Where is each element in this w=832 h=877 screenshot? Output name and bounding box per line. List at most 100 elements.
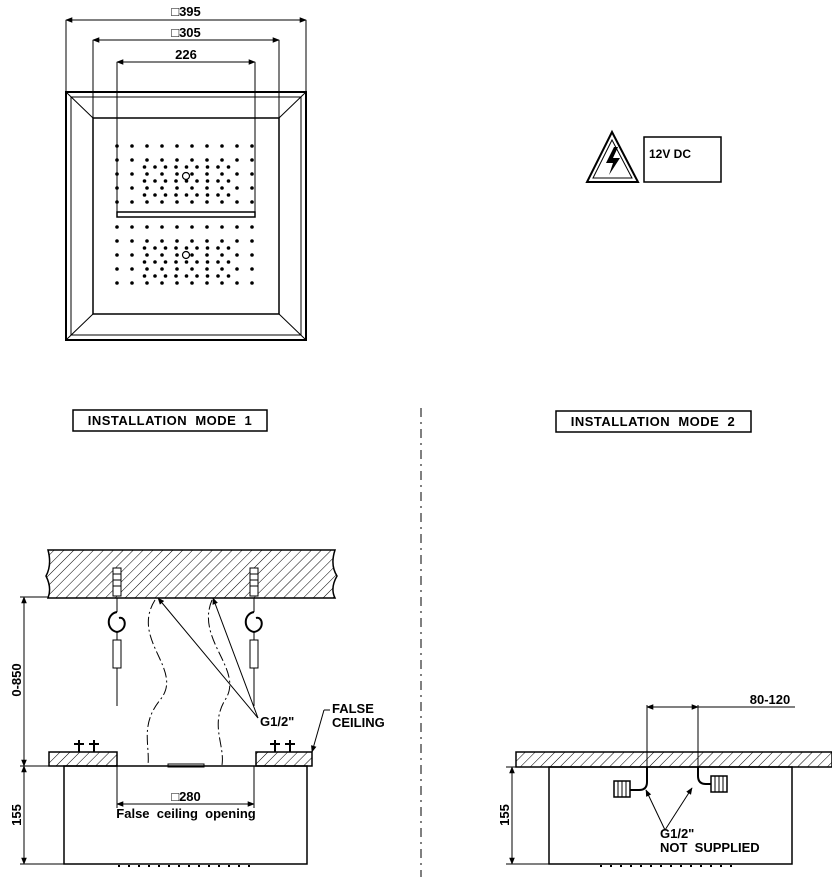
nozzle-dot <box>163 179 168 183</box>
nozzle-dot <box>130 267 134 271</box>
nozzle-dot <box>235 200 239 204</box>
nozzle-dot <box>205 172 209 176</box>
nozzle-dot <box>235 225 239 229</box>
nozzle-dot <box>235 144 239 148</box>
nozzle-dot <box>115 158 119 162</box>
nozzle-dot <box>216 193 220 197</box>
nozzle-dot <box>184 193 189 197</box>
mode-2-body-height-label: 155 <box>497 804 512 826</box>
nozzle-dot <box>226 193 231 197</box>
nozzle-dot <box>145 144 149 148</box>
nozzle-dot <box>160 281 164 285</box>
nozzle-dot <box>205 253 209 257</box>
nozzle-dot <box>174 260 178 264</box>
nozzle-dot <box>205 281 209 285</box>
suspension-cable-left <box>107 567 126 706</box>
voltage-label: 12V DC <box>649 147 691 161</box>
false-ceiling-label-1: FALSE <box>332 701 374 716</box>
nozzle-dot <box>220 253 224 257</box>
nozzle-dot <box>163 193 168 197</box>
nozzle-dot <box>174 246 178 250</box>
nozzle-dot <box>145 200 149 204</box>
nozzle-dot <box>130 225 134 229</box>
nozzle-dot <box>220 267 224 271</box>
nozzle-dot <box>175 267 179 271</box>
nozzle-dot <box>142 274 147 278</box>
mode-1-connection-label: G1/2" <box>260 714 294 729</box>
nozzle-dot <box>205 274 210 278</box>
nozzle-dot <box>130 281 134 285</box>
nozzle-dot <box>205 239 209 243</box>
dimension-395: □395 <box>65 4 307 92</box>
installation-mode-1: INSTALLATION MODE 1 G1/2" <box>9 409 385 867</box>
nozzle-dot <box>175 225 179 229</box>
nozzle-dot <box>160 253 164 257</box>
nozzle-dot <box>250 239 254 243</box>
nozzle-dot <box>226 165 231 169</box>
dimension-305: □305 <box>92 25 280 118</box>
nozzle-dot <box>115 253 119 257</box>
nozzle-dot <box>115 186 119 190</box>
nozzle-dot <box>205 186 209 190</box>
flexible-hose-2 <box>207 599 231 766</box>
dimension-305-label: □305 <box>171 25 201 40</box>
nozzle-dot <box>175 158 179 162</box>
installation-mode-2: INSTALLATION MODE 2 80-120 G1/2" NOT SUP… <box>497 410 832 867</box>
nozzle-dot <box>250 186 254 190</box>
mode-2-title: INSTALLATION MODE 2 <box>571 414 736 429</box>
mode-2-connection-label: G1/2" <box>660 826 694 841</box>
nozzle-dot <box>205 200 209 204</box>
height-range-label: 0-850 <box>9 663 24 696</box>
nozzle-dot <box>220 239 224 243</box>
nozzle-dot <box>145 267 149 271</box>
nozzle-dot <box>145 225 149 229</box>
nozzle-dot <box>145 239 149 243</box>
nozzle-dot <box>115 200 119 204</box>
light-point <box>181 250 191 260</box>
nozzle-dot <box>175 144 179 148</box>
ceiling-mode-2 <box>515 751 832 768</box>
nozzle-dot <box>205 158 209 162</box>
electrical-hazard-triangle-icon <box>585 129 640 183</box>
nozzle-dot <box>216 246 220 250</box>
nozzle-dot <box>184 260 189 264</box>
nozzle-dot <box>190 253 194 257</box>
connector-left <box>613 767 648 798</box>
nozzle-dot <box>163 274 168 278</box>
dimension-395-label: □395 <box>171 4 201 19</box>
nozzle-dot <box>130 158 134 162</box>
nozzle-dot <box>174 193 178 197</box>
mode-1-title: INSTALLATION MODE 1 <box>88 413 253 428</box>
nozzle-dot <box>205 193 210 197</box>
not-supplied-label: NOT SUPPLIED <box>660 840 760 855</box>
nozzle-dot <box>153 246 157 250</box>
nozzle-dot <box>205 246 210 250</box>
connector-right <box>697 767 728 793</box>
shower-body-mode-2 <box>548 766 793 865</box>
nozzle-dot <box>142 260 147 264</box>
nozzle-dot <box>190 144 194 148</box>
nozzle-dot <box>235 172 239 176</box>
opening-label: False ceiling opening <box>116 806 255 821</box>
nozzle-dot <box>160 186 164 190</box>
nozzle-dot <box>216 274 220 278</box>
nozzle-dot <box>190 200 194 204</box>
opening-dimension-label: □280 <box>171 789 201 804</box>
nozzle-dot <box>115 281 119 285</box>
nozzle-dot <box>190 172 194 176</box>
nozzle-dot <box>130 144 134 148</box>
nozzle-dot <box>195 179 199 183</box>
nozzle-dot <box>235 253 239 257</box>
nozzle-dot <box>174 179 178 183</box>
nozzle-dot <box>175 281 179 285</box>
nozzle-dot <box>205 144 209 148</box>
mounting-bracket-right <box>270 740 295 752</box>
nozzle-dot <box>174 274 178 278</box>
nozzle-dot <box>115 267 119 271</box>
nozzle-dot <box>153 260 157 264</box>
nozzle-dot <box>220 225 224 229</box>
nozzle-dot <box>115 172 119 176</box>
nozzle-dot <box>175 172 179 176</box>
nozzle-dot <box>205 260 210 264</box>
